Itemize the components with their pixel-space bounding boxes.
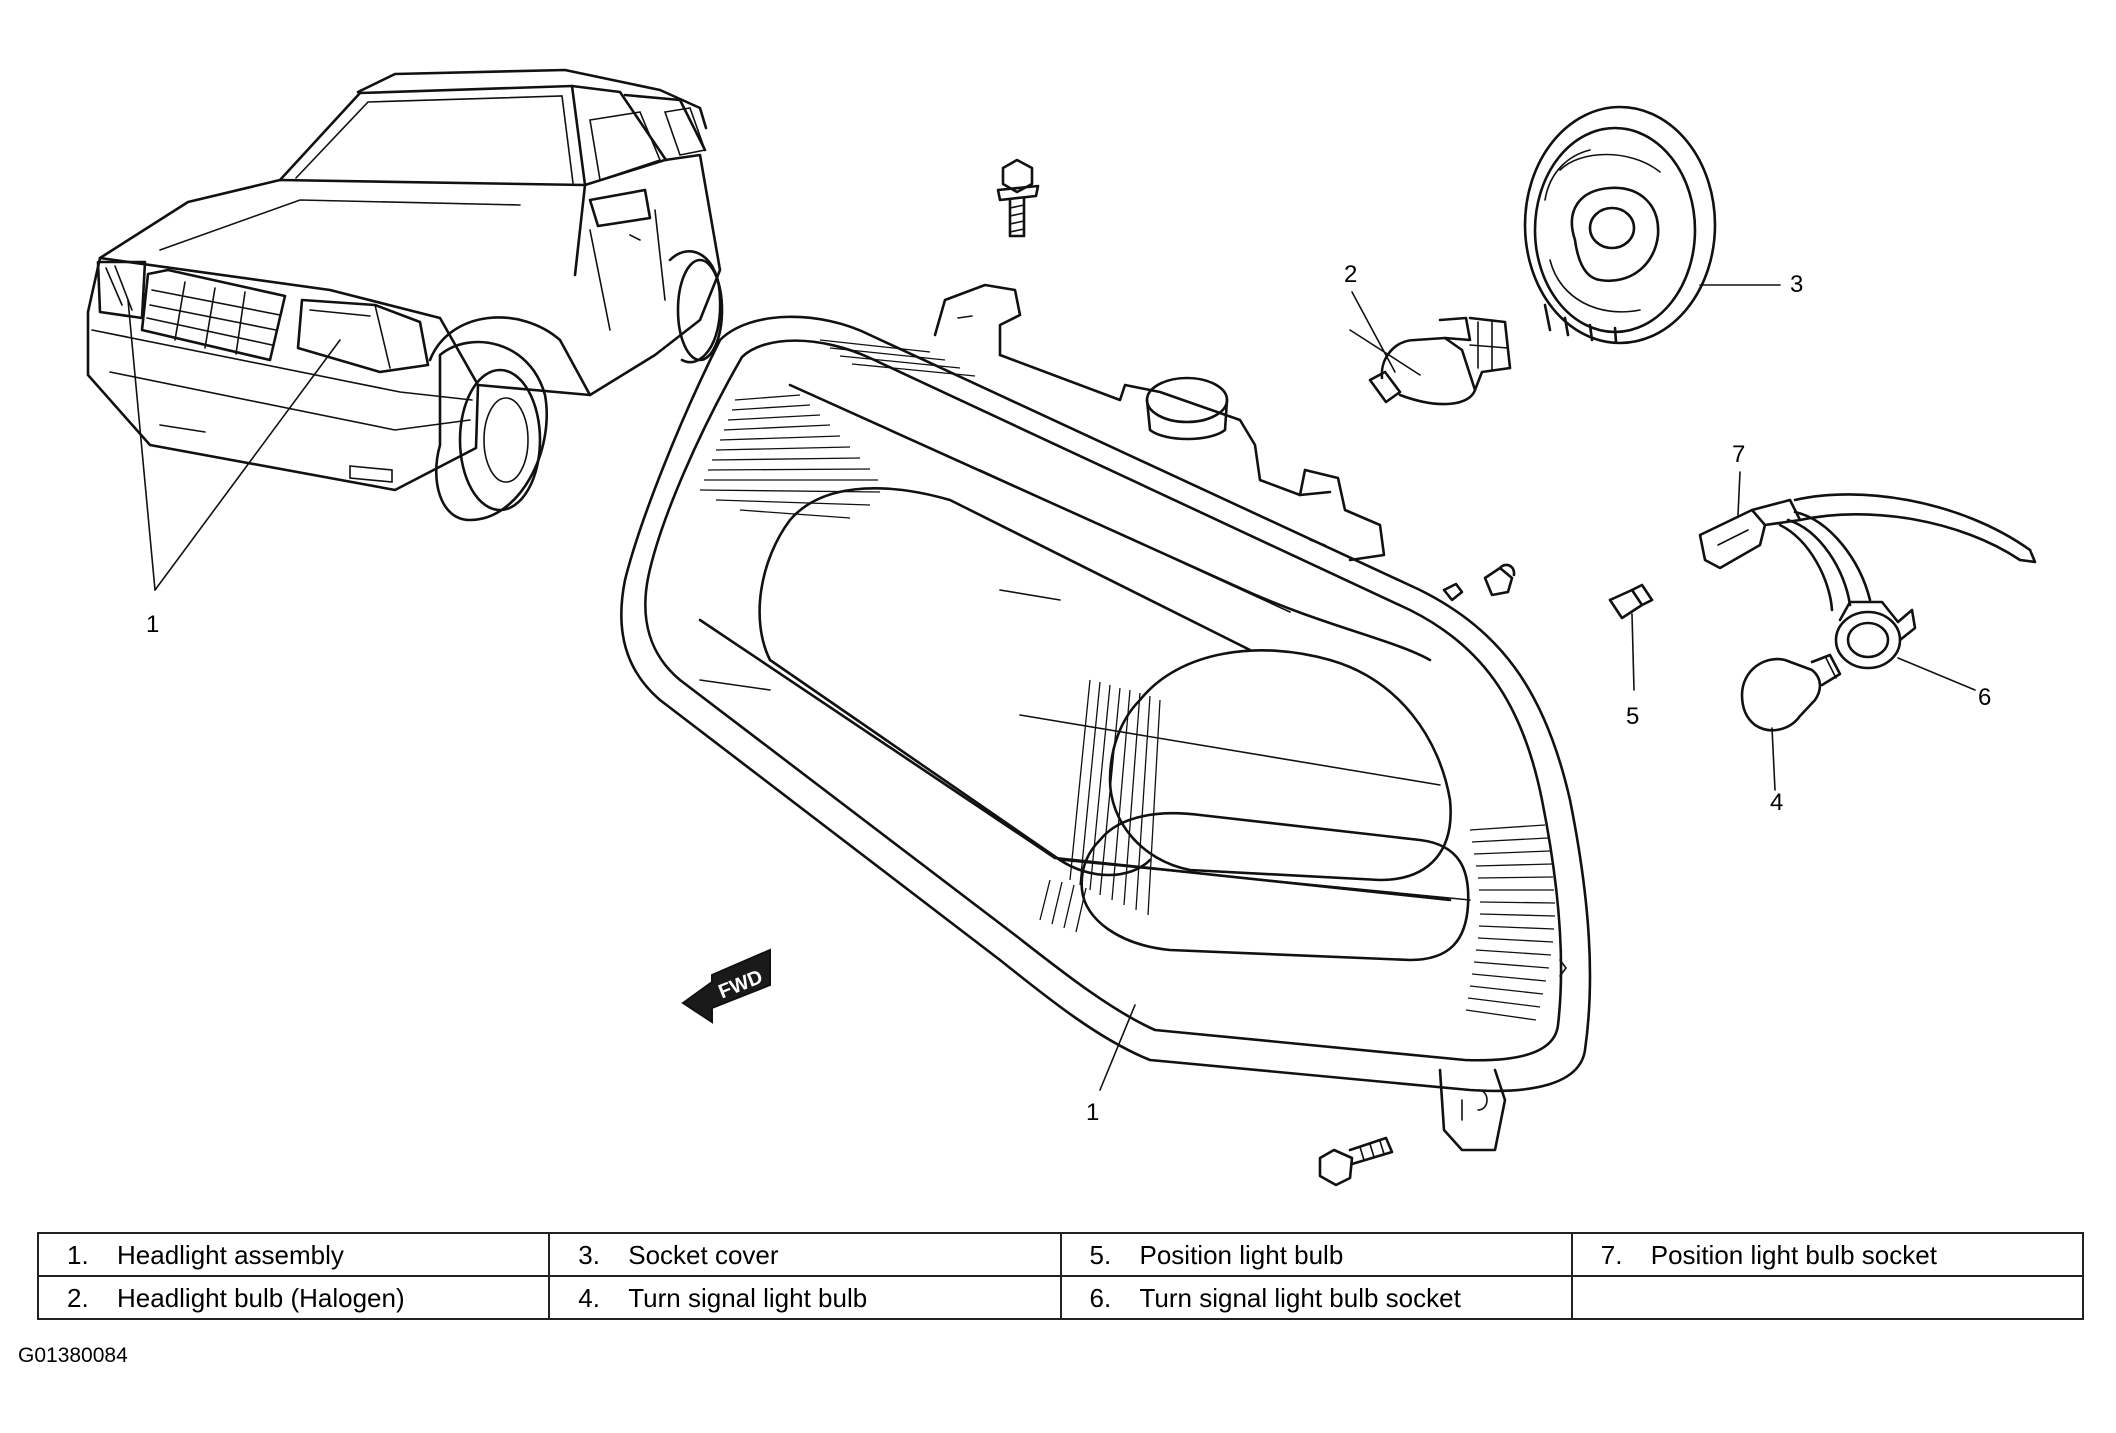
legend-label: Headlight assembly bbox=[117, 1239, 344, 1270]
legend-number: 7. bbox=[1600, 1239, 1623, 1270]
legend-label: Position light bulb bbox=[1139, 1239, 1344, 1270]
legend-number: 3. bbox=[578, 1239, 600, 1270]
position-light-bulb-socket: 7 bbox=[1698, 441, 2037, 612]
turn-signal-bulb: 4 bbox=[1740, 653, 1842, 816]
callout-1-vehicle: 1 bbox=[146, 611, 159, 638]
legend-cell: 4. Turn signal light bulb bbox=[548, 1275, 1062, 1320]
legend-label: Turn signal light bulb bbox=[628, 1282, 868, 1313]
legend-cell: 7. Position light bulb socket bbox=[1570, 1232, 2085, 1277]
callout-5: 5 bbox=[1626, 703, 1639, 730]
headlight-bulb-halogen: 2 bbox=[1344, 261, 1512, 406]
mounting-bolt-top bbox=[996, 158, 1040, 238]
socket-cover: 3 bbox=[1523, 105, 1803, 345]
parts-legend-table: 1. Headlight assembly 3. Socket cover 5. Po… bbox=[36, 1232, 2085, 1320]
mounting-bolt-bottom bbox=[1318, 1136, 1394, 1187]
figure-code: G01380084 bbox=[18, 1344, 128, 1367]
legend-number: 2. bbox=[67, 1282, 89, 1313]
legend-number: 5. bbox=[1089, 1239, 1112, 1270]
callout-4: 4 bbox=[1770, 789, 1783, 816]
callout-7: 7 bbox=[1732, 441, 1745, 468]
legend-number: 6. bbox=[1089, 1282, 1112, 1313]
legend-number: 1. bbox=[67, 1239, 89, 1270]
legend-label: Socket cover bbox=[628, 1239, 779, 1270]
legend-cell: 3. Socket cover bbox=[548, 1232, 1062, 1277]
forward-arrow: FWD bbox=[681, 948, 771, 1024]
legend-row: 2. Headlight bulb (Halogen) 4. Turn signal… bbox=[36, 1275, 2085, 1320]
legend-label: Position light bulb socket bbox=[1650, 1239, 1937, 1270]
callout-2: 2 bbox=[1344, 261, 1357, 288]
legend-cell: 6. Turn signal light bulb socket bbox=[1059, 1275, 1573, 1320]
vehicle-illustration: 1 bbox=[86, 68, 724, 638]
turn-signal-bulb-socket: 6 bbox=[1834, 600, 1991, 711]
callout-6: 6 bbox=[1978, 684, 1991, 711]
legend-label: Turn signal light bulb socket bbox=[1139, 1282, 1461, 1313]
legend-row: 1. Headlight assembly 3. Socket cover 5. Po… bbox=[36, 1232, 2085, 1277]
legend-number: 4. bbox=[578, 1282, 600, 1313]
callout-3: 3 bbox=[1790, 271, 1803, 298]
headlight-assembly: 1 bbox=[620, 283, 1592, 1152]
legend-cell: 1. Headlight assembly bbox=[36, 1232, 551, 1277]
legend-cell: 2. Headlight bulb (Halogen) bbox=[36, 1275, 551, 1320]
legend-cell bbox=[1570, 1275, 2085, 1320]
legend-cell: 5. Position light bulb bbox=[1059, 1232, 1573, 1277]
callout-1-assembly: 1 bbox=[1086, 1099, 1099, 1126]
exploded-parts-diagram: 1 bbox=[86, 68, 2037, 1187]
retaining-clip bbox=[1483, 563, 1516, 597]
position-light-bulb: 5 bbox=[1608, 583, 1654, 730]
legend-label: Headlight bulb (Halogen) bbox=[117, 1282, 405, 1313]
